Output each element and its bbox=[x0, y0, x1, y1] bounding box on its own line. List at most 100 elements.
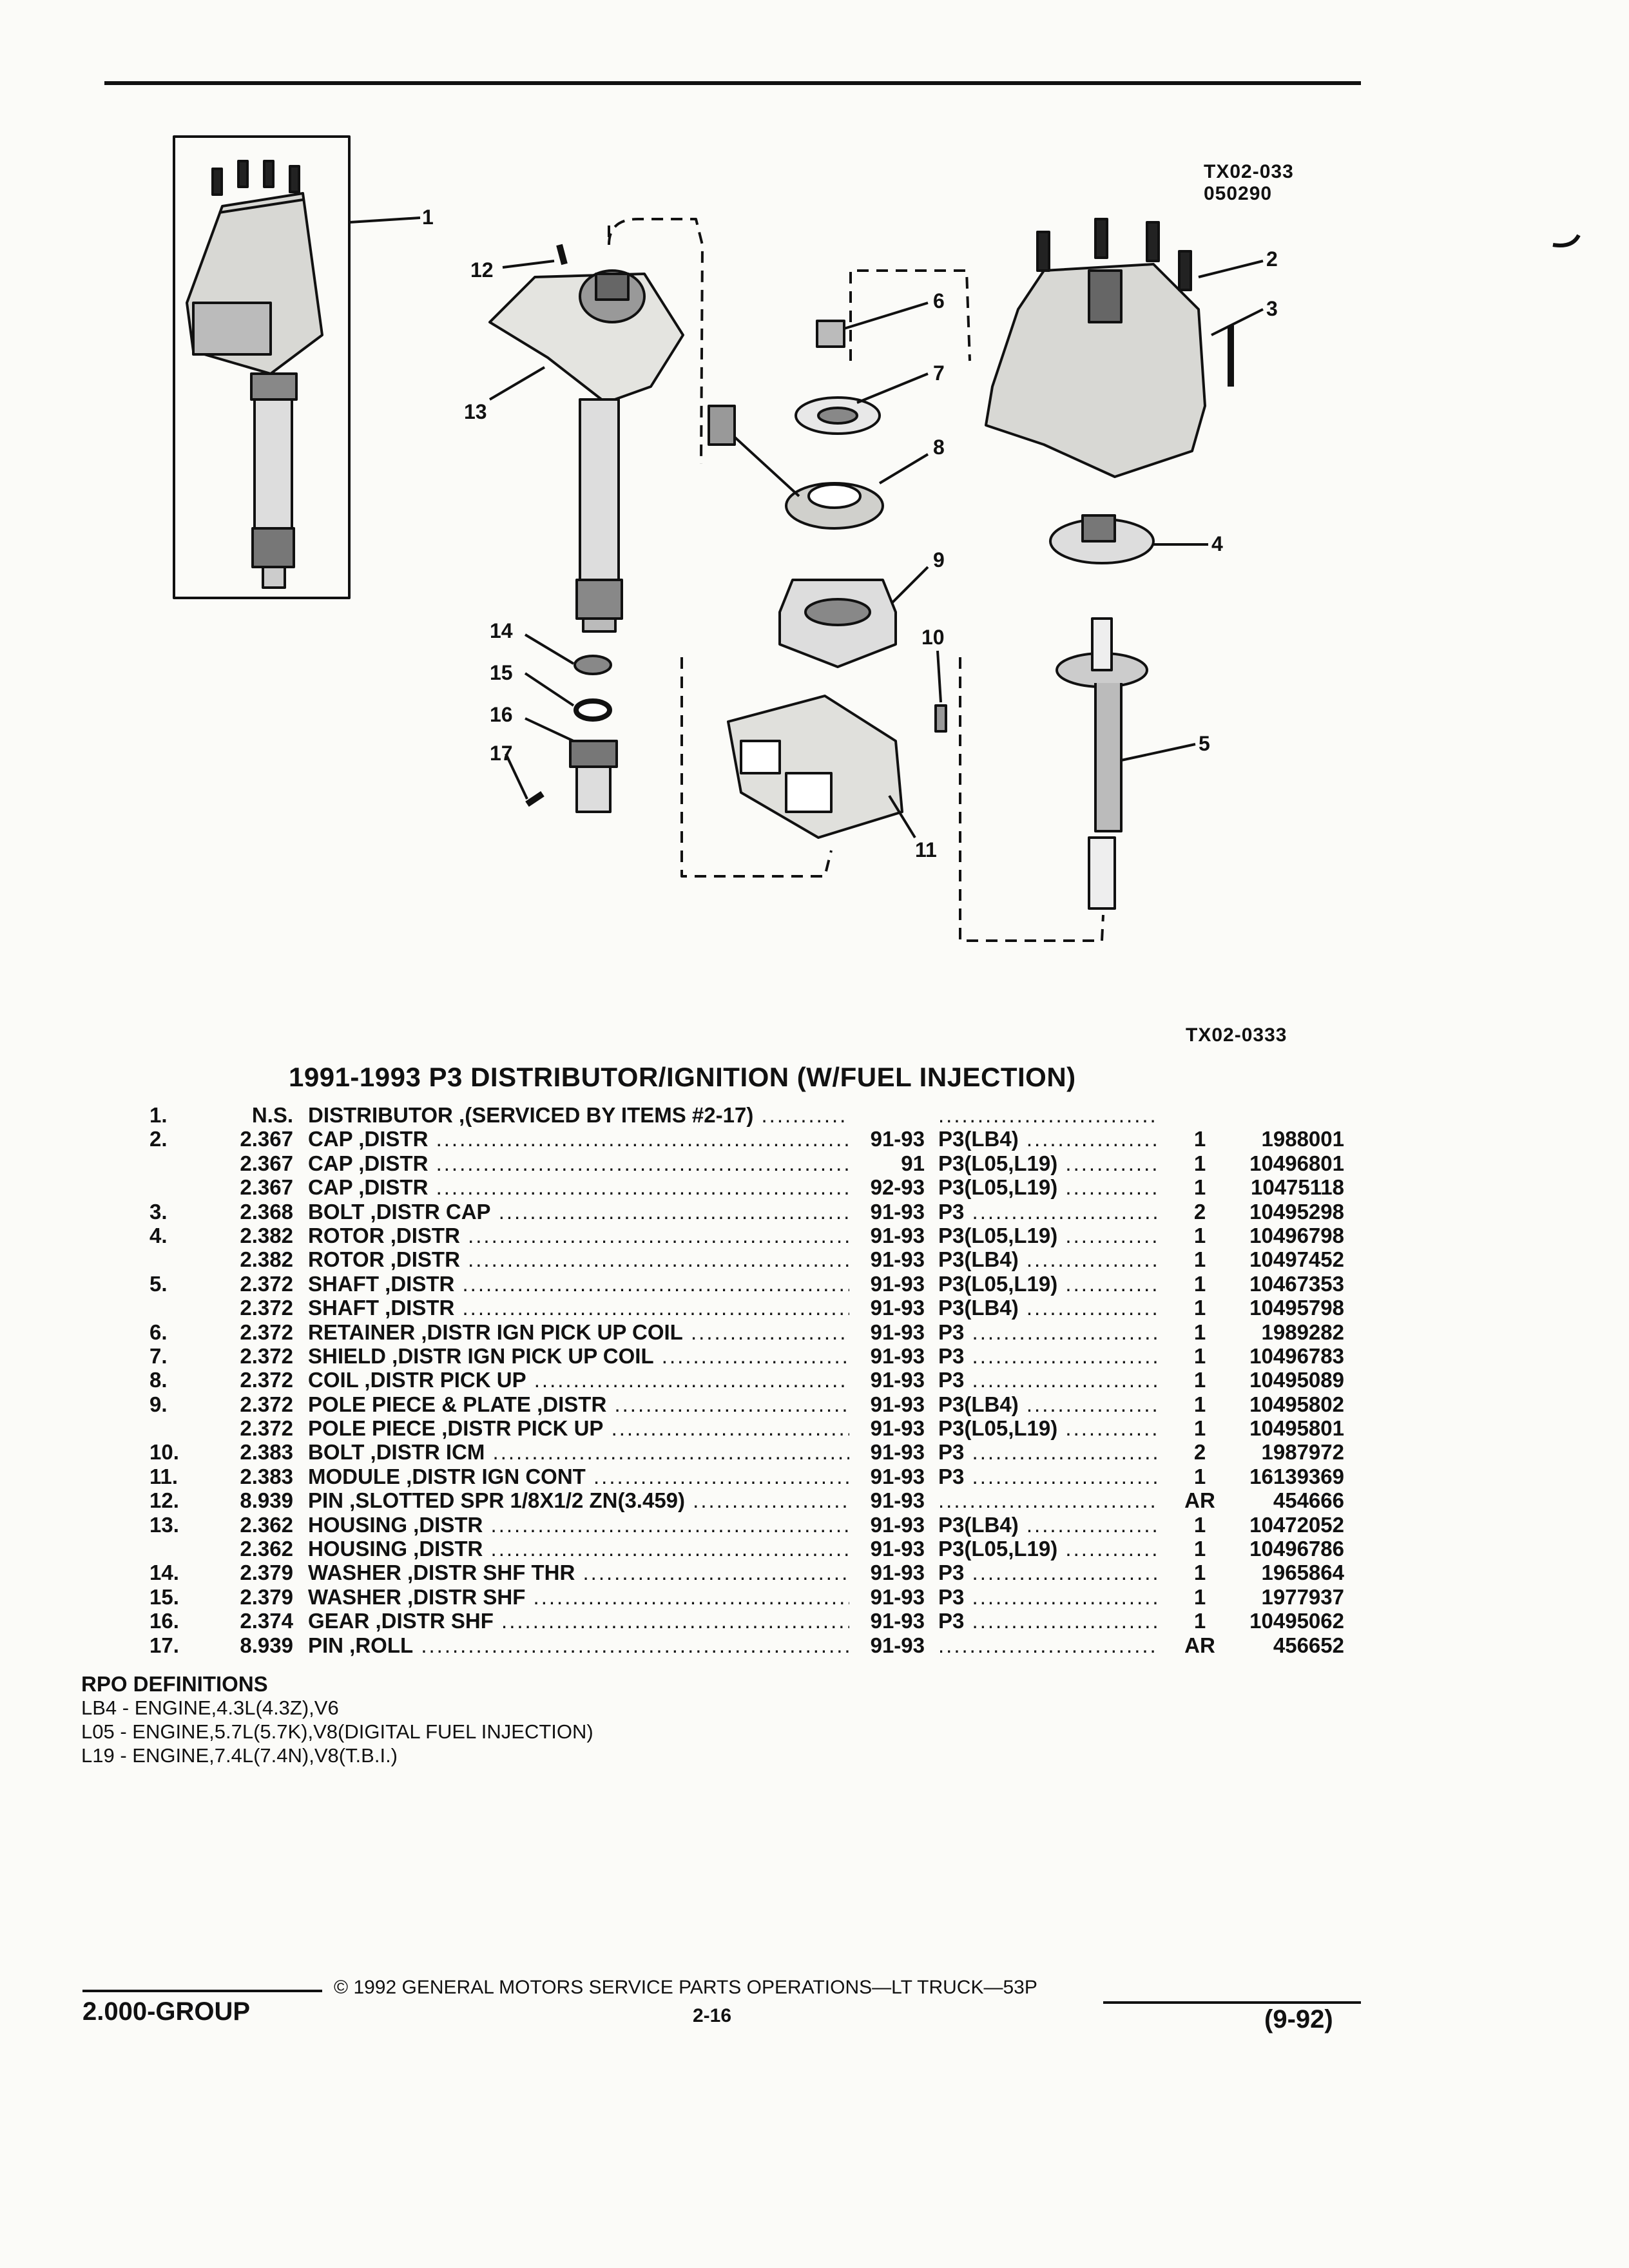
figure-code-bottom: TX02-0333 bbox=[1186, 1024, 1287, 1046]
part-number: 1987972 bbox=[1261, 1440, 1344, 1465]
rpo-code: P3(L05,L19) bbox=[938, 1175, 1157, 1199]
group-number: 2.367 bbox=[240, 1127, 293, 1151]
model-years: 91-93 bbox=[870, 1223, 925, 1247]
part-number: 10472052 bbox=[1249, 1512, 1344, 1537]
group-number: N.S. bbox=[251, 1103, 293, 1127]
model-years: 91-93 bbox=[870, 1271, 925, 1296]
quantity: 1 bbox=[1193, 1392, 1206, 1416]
part-number: 10496801 bbox=[1249, 1151, 1344, 1175]
quantity: 2 bbox=[1193, 1199, 1206, 1224]
part-number: 1989282 bbox=[1261, 1320, 1344, 1344]
quantity: 1 bbox=[1193, 1584, 1206, 1609]
part-description: HOUSING ,DISTR bbox=[308, 1513, 849, 1537]
group-number: 2.372 bbox=[240, 1320, 293, 1344]
group-number: 2.383 bbox=[240, 1440, 293, 1465]
part-description: HOUSING ,DISTR bbox=[308, 1537, 849, 1561]
part-description: POLE PIECE ,DISTR PICK UP bbox=[308, 1416, 849, 1440]
top-rule bbox=[104, 81, 1361, 85]
figure-code-line-1: TX02-033 bbox=[1204, 161, 1294, 182]
rpo-code bbox=[938, 1633, 1157, 1657]
footer-rule-left bbox=[82, 1990, 322, 1992]
callout-6: 6 bbox=[933, 289, 945, 312]
pickup-coil-illustration bbox=[708, 405, 884, 530]
callout-1: 1 bbox=[422, 206, 434, 229]
group-number: 2.372 bbox=[240, 1296, 293, 1320]
housing-illustration bbox=[488, 269, 684, 633]
rpo-code: P3(LB4) bbox=[938, 1247, 1157, 1271]
part-description: POLE PIECE & PLATE ,DISTR bbox=[308, 1392, 849, 1416]
part-description: BOLT ,DISTR ICM bbox=[308, 1440, 849, 1464]
callout-9: 9 bbox=[933, 548, 945, 572]
group-number: 2.382 bbox=[240, 1247, 293, 1272]
parts-table: 1.N.S.DISTRIBUTOR ,(SERVICED BY ITEMS #2… bbox=[0, 1103, 1629, 1657]
model-years: 91 bbox=[901, 1151, 925, 1175]
model-years: 91-93 bbox=[870, 1416, 925, 1441]
item-number: 3. bbox=[149, 1199, 168, 1224]
part-number: 16139369 bbox=[1249, 1464, 1344, 1488]
part-number: 10497452 bbox=[1249, 1247, 1344, 1272]
group-number: 2.367 bbox=[240, 1151, 293, 1175]
group-number: 2.367 bbox=[240, 1175, 293, 1200]
part-number: 10495298 bbox=[1249, 1199, 1344, 1224]
part-number: 10495798 bbox=[1249, 1296, 1344, 1320]
shaft-illustration bbox=[1055, 617, 1148, 910]
footer-date: (9-92) bbox=[1264, 2005, 1333, 2033]
part-number: 10475118 bbox=[1250, 1175, 1344, 1200]
group-number: 8.939 bbox=[240, 1488, 293, 1513]
part-number: 10496783 bbox=[1249, 1343, 1344, 1368]
item-number: 14. bbox=[149, 1561, 179, 1585]
group-number: 2.362 bbox=[240, 1537, 293, 1561]
part-description: PIN ,SLOTTED SPR 1/8X1/2 ZN(3.459) bbox=[308, 1488, 849, 1512]
rpo-code: P3(L05,L19) bbox=[938, 1224, 1157, 1247]
model-years: 91-93 bbox=[870, 1440, 925, 1465]
part-number: 10496786 bbox=[1249, 1537, 1344, 1561]
quantity: 2 bbox=[1193, 1440, 1206, 1465]
rpo-code bbox=[938, 1488, 1157, 1512]
part-number: 10496798 bbox=[1249, 1223, 1344, 1247]
rpo-code: P3 bbox=[938, 1200, 1157, 1224]
rpo-line: LB4 - ENGINE,4.3L(4.3Z),V6 bbox=[81, 1696, 339, 1719]
pole-piece-illustration bbox=[778, 579, 897, 668]
rpo-line: L19 - ENGINE,7.4L(7.4N),V8(T.B.I.) bbox=[81, 1744, 398, 1767]
quantity: 1 bbox=[1193, 1561, 1206, 1585]
group-number: 2.372 bbox=[240, 1416, 293, 1441]
rpo-code: P3(LB4) bbox=[938, 1127, 1157, 1151]
part-description: ROTOR ,DISTR bbox=[308, 1247, 849, 1271]
callout-3: 3 bbox=[1266, 297, 1278, 320]
callout-11: 11 bbox=[915, 838, 937, 861]
callout-8: 8 bbox=[933, 436, 945, 459]
part-description: GEAR ,DISTR SHF bbox=[308, 1609, 849, 1633]
quantity: 1 bbox=[1193, 1223, 1206, 1247]
part-description: RETAINER ,DISTR IGN PICK UP COIL bbox=[308, 1320, 849, 1344]
model-years: 91-93 bbox=[870, 1199, 925, 1224]
quantity: 1 bbox=[1193, 1609, 1206, 1633]
model-years: 91-93 bbox=[870, 1537, 925, 1561]
rpo-code: P3(LB4) bbox=[938, 1513, 1157, 1537]
rpo-code: P3(L05,L19) bbox=[938, 1537, 1157, 1561]
quantity: 1 bbox=[1193, 1271, 1206, 1296]
item-number: 1. bbox=[149, 1103, 168, 1127]
group-number: 8.939 bbox=[240, 1633, 293, 1657]
part-description: CAP ,DISTR bbox=[308, 1175, 849, 1199]
rpo-code: P3 bbox=[938, 1561, 1157, 1584]
rpo-code: P3 bbox=[938, 1465, 1157, 1488]
footer-rule-right bbox=[1103, 2001, 1361, 2004]
callout-14: 14 bbox=[490, 619, 513, 642]
model-years: 91-93 bbox=[870, 1320, 925, 1344]
rpo-code bbox=[938, 1103, 1157, 1127]
group-number: 2.372 bbox=[240, 1343, 293, 1368]
group-number: 2.372 bbox=[240, 1392, 293, 1416]
part-number: 10495801 bbox=[1249, 1416, 1344, 1441]
